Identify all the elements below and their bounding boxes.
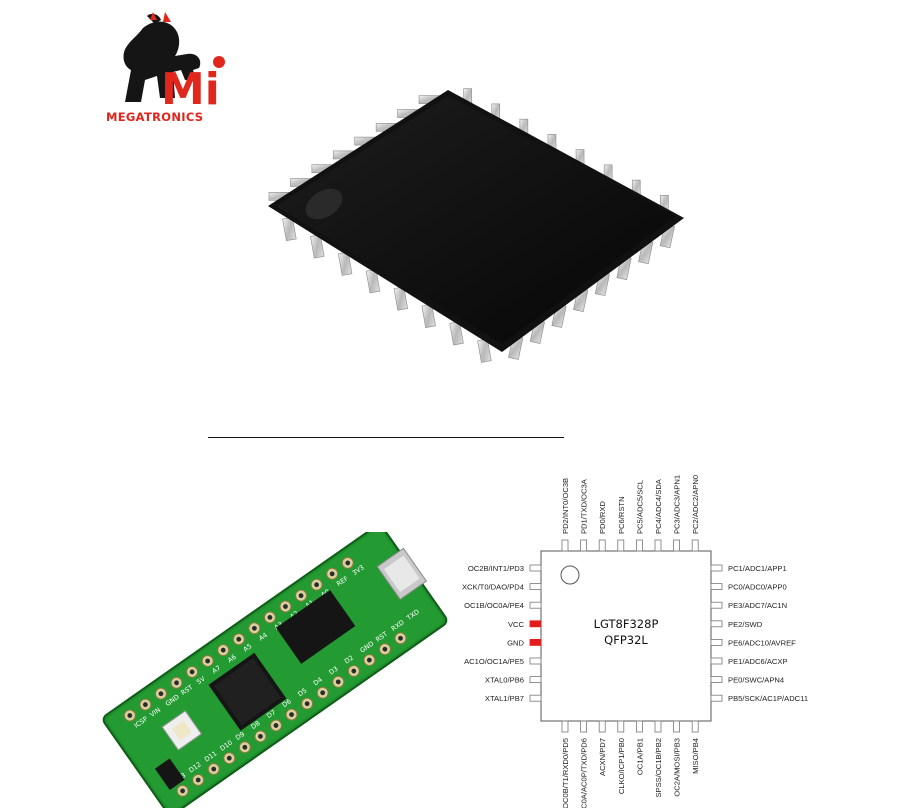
pin1-marker	[305, 188, 343, 220]
board-label: A1	[304, 598, 316, 609]
pin	[529, 676, 542, 684]
chip-photo	[268, 88, 684, 363]
pin-label-top: PD2/INT0/OC3B	[561, 478, 570, 534]
board-label: D9	[234, 730, 246, 742]
pin	[580, 720, 587, 733]
pin	[710, 657, 723, 665]
ic-part-name: LGT8F328P	[594, 617, 659, 631]
pin	[654, 720, 662, 733]
pin-label-right: PE3/ADC7/AC1N	[728, 601, 787, 610]
pin-label-bottom: CLKO/ICP1/PB0	[617, 738, 626, 794]
pin-label-left: XTAL0/PB6	[485, 676, 524, 685]
pin	[529, 638, 542, 646]
board-label: D2	[343, 654, 355, 666]
pin	[710, 694, 723, 702]
pin-label-right: PE1/ADC6/ACXP	[728, 657, 788, 666]
pin	[580, 539, 587, 552]
board-label: A5	[242, 642, 254, 653]
pin-label-left: AC1O/OC1A/PE5	[464, 657, 524, 666]
logo-monogram: Mi	[161, 64, 220, 115]
board-label: 5V	[195, 674, 207, 686]
pin-label-right: PE0/SWC/APN4	[728, 676, 784, 685]
pin	[710, 676, 723, 684]
board-label: A4	[257, 631, 269, 642]
usb-serial-chip	[275, 589, 356, 664]
pin-label-bottom: MISO/PB4	[691, 738, 700, 774]
pin	[529, 564, 542, 572]
pin-label-right: PB5/SCK/AC1P/ADC11	[728, 694, 808, 703]
pin-label-bottom: OC1A/PB1	[635, 738, 644, 775]
pin-label-top: PC6/RSTN	[617, 496, 626, 534]
board-label: D5	[296, 686, 308, 698]
pin	[598, 720, 606, 733]
pin-label-bottom: ACXN/PD7	[598, 738, 607, 776]
pin	[598, 539, 606, 552]
pin	[529, 694, 542, 702]
pin1-dot	[560, 565, 580, 585]
pin-label-top: PC2/ADC2/APN0	[691, 475, 700, 534]
pin-label-top: PC5/ADC5/SCL	[635, 480, 644, 534]
pin	[529, 620, 542, 628]
pin-label-left: OC2B/INT1/PD3	[468, 564, 524, 573]
pin-label-left: VCC	[508, 620, 525, 629]
pin	[635, 720, 643, 733]
pin	[673, 539, 681, 552]
pin	[561, 539, 569, 552]
pin	[710, 564, 723, 572]
pin	[710, 601, 723, 609]
pinout-diagram: LGT8F328P QFP32L PD2/INT0/OC3B PD1/TXD/OC…	[462, 475, 808, 808]
pin	[529, 657, 542, 665]
pin-label-left: XCK/T0/DAO/PD4	[462, 583, 524, 592]
pin	[654, 539, 662, 552]
pin-label-left: OC1B/OC0A/PE4	[464, 601, 524, 610]
pin-label-top: PC3/ADC3/APN1	[673, 475, 682, 534]
board-label: A0	[320, 587, 332, 598]
pin	[635, 539, 643, 552]
svg-text:Mi: Mi	[161, 64, 220, 115]
board-label: D4	[312, 676, 324, 688]
board-label: D7	[265, 708, 277, 720]
board-photo: ICSPVINGNDRST5VA7A6A5A4A3A2A1A0REF3V3 D1…	[102, 532, 448, 808]
board-label: D8	[250, 719, 262, 731]
pin-label-bottom: OC2A/MOSI/PB3	[673, 738, 682, 797]
pin-label-left: GND	[507, 638, 524, 647]
board-label: D3	[327, 665, 339, 677]
pin-label-right: PC0/ADC0/APP0	[728, 583, 787, 592]
pin	[617, 720, 625, 733]
board-label: A7	[211, 664, 223, 675]
pin-label-right: PE6/ADC10/AVREF	[728, 638, 796, 647]
divider	[208, 437, 564, 438]
pin	[710, 638, 723, 646]
pin	[529, 583, 542, 590]
pin-label-right: PC1/ADC1/APP1	[728, 564, 787, 573]
pin-label-top: PD0/RXD	[598, 501, 607, 534]
board-label: D6	[281, 697, 293, 709]
pin-label-top: PD1/TXD/OC3A	[580, 478, 589, 534]
pin-label-bottom: OC0A/AC0P/TXD/PD6	[580, 738, 589, 808]
pin	[691, 720, 699, 733]
pin	[710, 620, 723, 628]
pin-label-left: XTAL1/PB7	[485, 694, 524, 703]
pin	[710, 583, 723, 590]
pin	[617, 539, 625, 552]
ic-package-name: QFP32L	[604, 633, 648, 647]
pin	[691, 539, 699, 552]
megatronics-logo: Mi	[123, 12, 225, 115]
pin	[561, 720, 569, 733]
pin-label-bottom: SPSS/OC1B/PB2	[654, 738, 663, 798]
board-label: A6	[226, 653, 238, 664]
pin	[529, 601, 542, 609]
brand-name: MEGATRONICS	[106, 110, 204, 124]
pin-label-right: PE2/SWD	[728, 620, 763, 629]
pin	[673, 720, 681, 733]
pin-label-top: PC4/ADC4/SDA	[654, 478, 663, 534]
pin-label-bottom: OC0B/T1/RXD0/PD5	[561, 738, 570, 808]
